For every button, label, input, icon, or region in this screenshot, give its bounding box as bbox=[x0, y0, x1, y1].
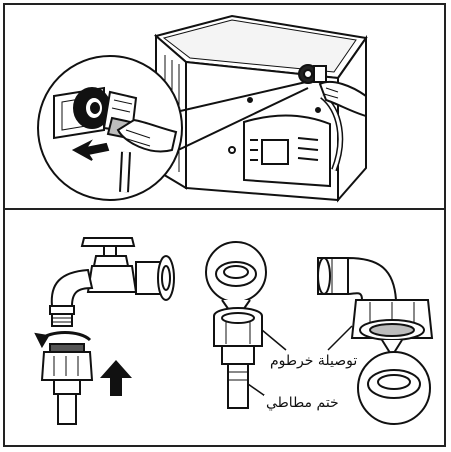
tap-hose-connector bbox=[36, 333, 92, 425]
water-tap bbox=[50, 238, 174, 326]
rubber-seal-label: ختم مطاطي bbox=[264, 395, 341, 411]
push-up-arrow bbox=[100, 360, 132, 396]
hose-connector-label: توصيلة خرطوم bbox=[268, 353, 359, 369]
connector-seal-detail bbox=[206, 242, 286, 408]
washing-machine-rear bbox=[156, 16, 366, 200]
magnified-inlet-detail bbox=[38, 56, 182, 200]
